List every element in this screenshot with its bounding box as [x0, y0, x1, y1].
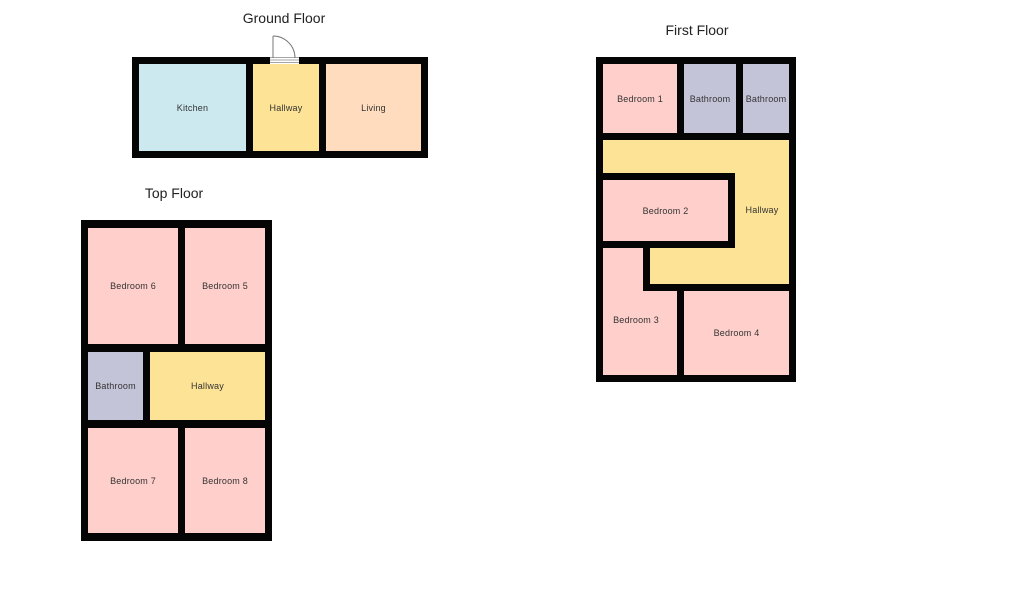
room-label: Bedroom 1 [617, 93, 663, 104]
room-bedroom-3: Bedroom 3 [603, 300, 669, 340]
room-label: Bathroom [745, 93, 787, 104]
room-label: Bathroom [689, 93, 731, 104]
room-bathroom-2: Bathroom [743, 64, 789, 133]
room-label: Bedroom 8 [202, 475, 248, 486]
room-hallway-label: Hallway [735, 190, 789, 230]
room-label: Bedroom 3 [613, 315, 659, 325]
room-label: Bathroom [95, 381, 136, 391]
room-label: Bedroom 7 [110, 475, 156, 486]
room-living: Living [326, 64, 421, 151]
room-label: Hallway [269, 102, 303, 113]
room-bedroom-4: Bedroom 4 [684, 291, 789, 375]
first-floor-title: First Floor [665, 22, 729, 38]
room-bedroom-8: Bedroom 8 [185, 428, 265, 533]
room-label: Hallway [191, 381, 224, 391]
room-hallway: Hallway [253, 64, 319, 151]
room-label: Bedroom 5 [202, 281, 248, 291]
room-label: Bedroom 6 [110, 281, 156, 291]
room-bathroom-1: Bathroom [684, 64, 736, 133]
room-bathroom: Bathroom [88, 352, 143, 420]
room-bedroom-7: Bedroom 7 [88, 428, 178, 533]
room-hallway: Hallway [150, 352, 265, 420]
room-bedroom-5: Bedroom 5 [185, 228, 265, 344]
room-label: Bedroom 4 [713, 328, 760, 338]
room-bedroom-6: Bedroom 6 [88, 228, 178, 344]
room-kitchen: Kitchen [139, 64, 246, 151]
room-label: Hallway [745, 205, 779, 215]
room-label: Living [361, 102, 386, 113]
room-label: Bedroom 2 [642, 205, 689, 216]
room-bedroom-1: Bedroom 1 [603, 64, 677, 133]
ground-floor-title: Ground Floor [242, 10, 326, 26]
room-label: Kitchen [176, 102, 209, 113]
top-floor-title: Top Floor [144, 185, 204, 201]
room-bedroom-2: Bedroom 2 [603, 180, 728, 241]
